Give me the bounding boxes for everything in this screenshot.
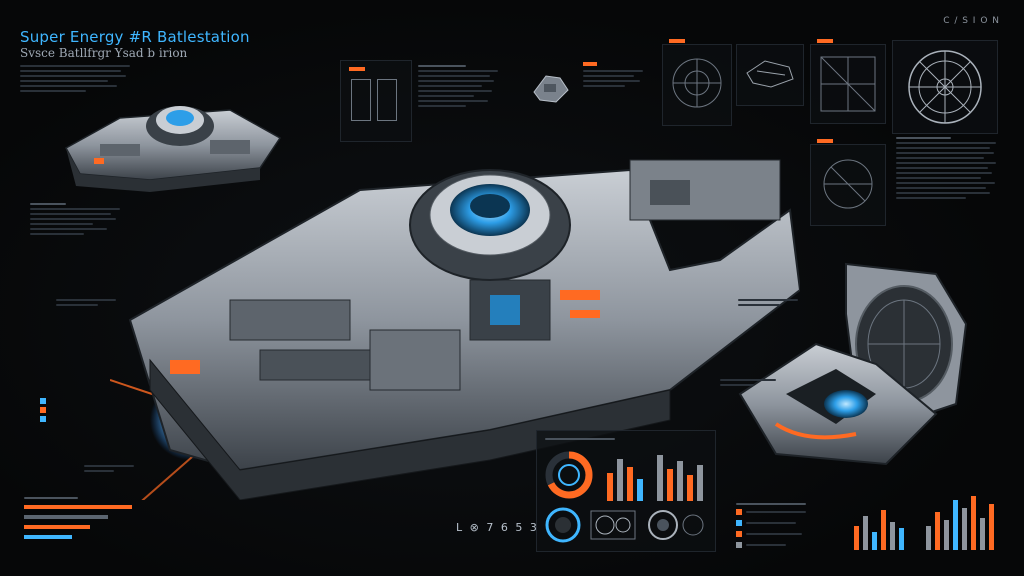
panel-radar-schematic	[662, 39, 732, 126]
footer-label: L ⊗ 7 6 5 3	[456, 521, 539, 534]
panel-circle-detail	[810, 139, 886, 226]
left-spec-text	[30, 200, 120, 238]
bar	[890, 522, 895, 550]
top-right-label: C / S I O N	[943, 16, 1000, 26]
page-subtitle: Svsce Batllfrgr Ysad b irion	[20, 46, 188, 60]
bottom-right-bar-chart-1	[854, 510, 904, 550]
bar	[953, 500, 958, 550]
annotation-right-2	[720, 376, 776, 389]
bar	[607, 473, 613, 501]
bar	[687, 475, 693, 501]
bar	[667, 469, 673, 501]
bar	[881, 510, 886, 550]
reactor-module	[738, 262, 968, 466]
panel-spec-text	[418, 62, 498, 110]
bar	[854, 526, 859, 550]
bottom-left-bars	[24, 494, 144, 545]
page-title: Super Energy #R Batlestation	[20, 28, 250, 46]
bar	[971, 496, 976, 550]
donut-gauge	[545, 451, 593, 499]
bar	[697, 465, 703, 501]
bar	[677, 461, 683, 501]
bar	[627, 467, 633, 501]
panel-grid-schematic	[810, 39, 886, 124]
bar	[935, 512, 940, 550]
bar	[926, 526, 931, 550]
intro-text-block	[20, 62, 130, 95]
annotation-left-2	[84, 462, 134, 475]
bar	[657, 455, 663, 501]
bottom-right-list	[736, 500, 836, 552]
radial-gauge-row	[545, 507, 704, 543]
bar-chart-mini	[607, 455, 703, 501]
bar	[989, 504, 994, 550]
bar	[899, 528, 904, 550]
annotation-right-1	[738, 296, 798, 309]
bar	[863, 516, 868, 550]
left-legend	[40, 395, 46, 425]
drone-spec-text	[583, 62, 643, 90]
panel-wheel-schematic	[892, 40, 998, 134]
bottom-right-bar-chart-2	[926, 496, 994, 550]
dashboard-panel	[536, 430, 716, 552]
bar	[617, 459, 623, 501]
bar	[637, 479, 643, 501]
bar	[944, 520, 949, 550]
right-spec-text	[896, 134, 996, 202]
bar	[962, 508, 967, 550]
annotation-left-1	[56, 296, 116, 309]
drone-thumbnail	[533, 75, 569, 103]
panel-layout-schematic	[340, 60, 412, 142]
battleship-main	[110, 159, 800, 500]
battleship-side-view	[64, 106, 282, 192]
panel-ship-sketch	[736, 44, 804, 106]
bar	[872, 532, 877, 550]
bar	[980, 518, 985, 550]
